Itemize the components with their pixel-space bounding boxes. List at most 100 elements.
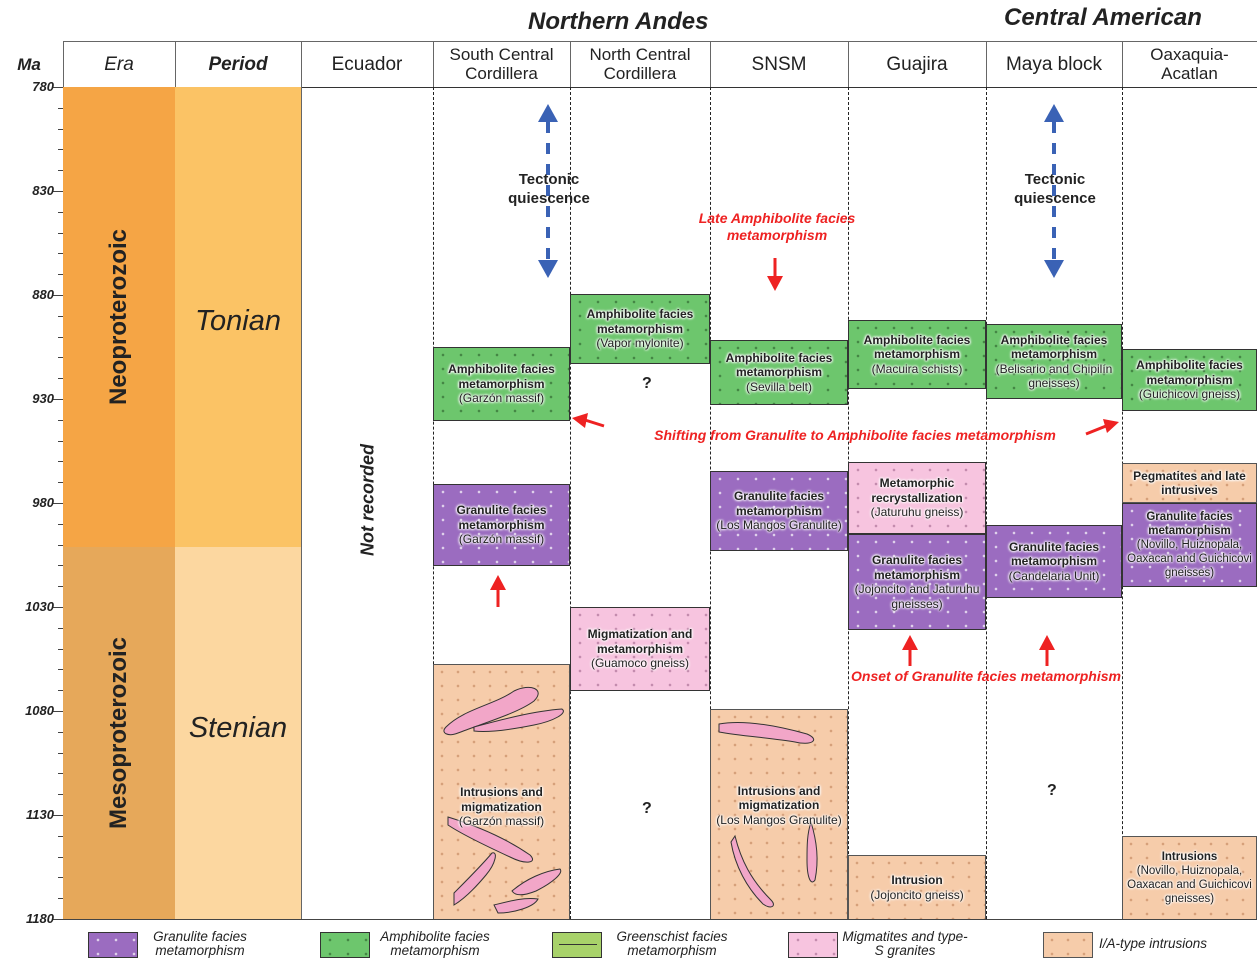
axis-tick-label: 830 <box>32 183 54 198</box>
period-stenian-label: Stenian <box>188 712 288 744</box>
box-subtitle: (Garzón massif) <box>458 814 545 829</box>
axis-tick <box>53 607 63 608</box>
legend-intrusion-swatch <box>1043 932 1093 958</box>
arrow-shift-right <box>1085 419 1119 436</box>
axis-tick-label: 1130 <box>26 807 54 822</box>
legend-granulite-swatch <box>88 932 138 958</box>
box-title: Intrusions and migmatization <box>737 783 821 813</box>
migmatite-lenses <box>443 686 564 914</box>
header-sep <box>570 41 571 87</box>
box-title: Intrusions <box>1161 851 1218 863</box>
scc-amphibolite-box: Amphibolite facies metamorphism(Garzón m… <box>433 347 570 421</box>
axis-tick <box>53 919 63 920</box>
axis-minor-tick <box>58 128 63 130</box>
box-subtitle: (Macuira schists) <box>871 361 963 376</box>
axis-tick <box>53 295 63 296</box>
box-title: Intrusion <box>891 873 943 887</box>
box-title: Granulite facies metamorphism <box>1008 539 1100 569</box>
oax-intrusions-box: Intrusions (Novillo, Huiznopala, Oaxacan … <box>1122 836 1257 919</box>
era-mesoproterozoic-block <box>63 547 176 919</box>
axis-minor-tick <box>58 274 63 276</box>
box-subtitle: (Garzón massif) <box>458 391 545 406</box>
axis-tick <box>53 815 63 816</box>
guajira-amphibolite-box: Amphibolite facies metamorphism(Macuira … <box>848 320 986 389</box>
axis-minor-tick <box>58 170 63 172</box>
axis-minor-tick <box>58 648 63 650</box>
box-subtitle: (Vapor mylonite) <box>596 336 684 351</box>
header-maya-block: Maya block <box>1005 53 1103 75</box>
legend-migmatite-swatch <box>788 932 838 958</box>
axis-tick-label: 1030 <box>25 599 54 614</box>
axis-tick-label: 780 <box>32 79 54 94</box>
ncc-migmatization-box: Migmatization and metamorphism(Guamoco g… <box>570 607 710 691</box>
era-neoproterozoic-block <box>63 87 176 548</box>
box-subtitle: (Novillo, Huiznopala, Oaxacan and Guichi… <box>1127 865 1252 905</box>
header-ma: Ma <box>17 54 41 74</box>
oax-amphibolite-box: Amphibolite facies metamorphism(Guichico… <box>1122 349 1257 411</box>
axis-minor-tick <box>58 378 63 380</box>
oax-pegmatites-box: Pegmatites and late intrusives <box>1122 463 1257 503</box>
header-sep <box>175 41 176 87</box>
header-sep <box>1122 41 1123 87</box>
box-subtitle: (Los Mangos Granulite) <box>716 518 842 533</box>
scc-intrusion-box: Intrusions and migmatization(Garzón mass… <box>433 664 570 919</box>
ncc-unknown-upper: ? <box>642 375 652 392</box>
bottom-line <box>63 919 1257 920</box>
axis-minor-tick <box>58 669 63 671</box>
header-guajira: Guajira <box>886 53 948 75</box>
box-subtitle: (Novillo, Huiznopala, Oaxacan and Guichi… <box>1127 539 1252 579</box>
axis-minor-tick <box>58 835 63 837</box>
migmatite-lenses <box>718 722 818 908</box>
axis-minor-tick <box>58 898 63 900</box>
oax-granulite-box: Granulite facies metamorphism(Novillo, H… <box>1122 503 1257 587</box>
box-title: Amphibolite facies metamorphism <box>448 362 555 391</box>
header-period: Period <box>208 53 268 75</box>
header-sep <box>433 41 434 87</box>
box-title: Granulite facies metamorphism <box>456 503 547 532</box>
box-title: Amphibolite facies metamorphism <box>725 350 833 380</box>
arrow-scc-granulite-up <box>490 575 506 607</box>
axis-minor-tick <box>58 419 63 421</box>
arrow-maya-up <box>1039 635 1055 666</box>
axis-minor-tick <box>58 107 63 109</box>
column-divider <box>570 87 571 919</box>
tectonic-quiescence-maya: Tectonic quiescence <box>1014 171 1096 207</box>
axis-tick-label: 1080 <box>25 703 54 718</box>
axis-minor-tick <box>58 253 63 255</box>
axis-minor-tick <box>58 794 63 796</box>
header-ecuador: Ecuador <box>331 53 403 75</box>
axis-tick-label: 880 <box>32 287 54 302</box>
axis-tick <box>53 87 63 88</box>
maya-granulite-box: Granulite facies metamorphism(Candelaria… <box>986 525 1122 598</box>
axis-minor-tick <box>58 523 63 525</box>
box-title: Granulite facies metamorphism <box>733 489 825 518</box>
box-title: Pegmatites and late intrusives <box>1133 468 1246 498</box>
header-top-line <box>63 41 1257 42</box>
shifting-note: Shifting from Granulite to Amphibolite f… <box>654 427 1056 443</box>
axis-tick-label: 930 <box>32 391 54 406</box>
guajira-intrusion-box: Intrusion(Jojoncito gneiss) <box>848 855 986 919</box>
box-subtitle: (Jojoncito and Jaturuhu gneisses) <box>854 582 980 611</box>
header-snsm: SNSM <box>751 53 807 75</box>
header-sep <box>63 41 64 87</box>
box-subtitle: (Guamoco gneiss) <box>590 656 690 671</box>
axis-minor-tick <box>58 856 63 858</box>
maya-unknown: ? <box>1047 782 1057 799</box>
header-sep <box>986 41 987 87</box>
axis-minor-tick <box>58 482 63 484</box>
box-title: Metamorphic recrystallization <box>871 476 963 505</box>
header-south-central-cordillera: South Central Cordillera <box>449 45 554 83</box>
region-central-american: Central American <box>1004 4 1202 31</box>
maya-amphibolite-box: Amphibolite facies metamorphism(Belisari… <box>986 324 1122 399</box>
onset-granulite-note: Onset of Granulite facies metamorphism <box>851 668 1121 684</box>
arrow-shift-left <box>572 413 605 428</box>
quiescence-arrow-scc <box>538 104 558 278</box>
axis-minor-tick <box>58 336 63 338</box>
axis-minor-tick <box>58 627 63 629</box>
ncc-amphibolite-box: Amphibolite facies metamorphism(Vapor my… <box>570 294 710 364</box>
guajira-recrystallization-box: Metamorphic recrystallization(Jaturuhu g… <box>848 462 986 534</box>
legend-amphibolite-label: Amphibolite facies metamorphism <box>380 929 490 958</box>
axis-minor-tick <box>58 357 63 359</box>
header-bottom-line <box>63 87 1257 88</box>
axis-minor-tick <box>58 773 63 775</box>
